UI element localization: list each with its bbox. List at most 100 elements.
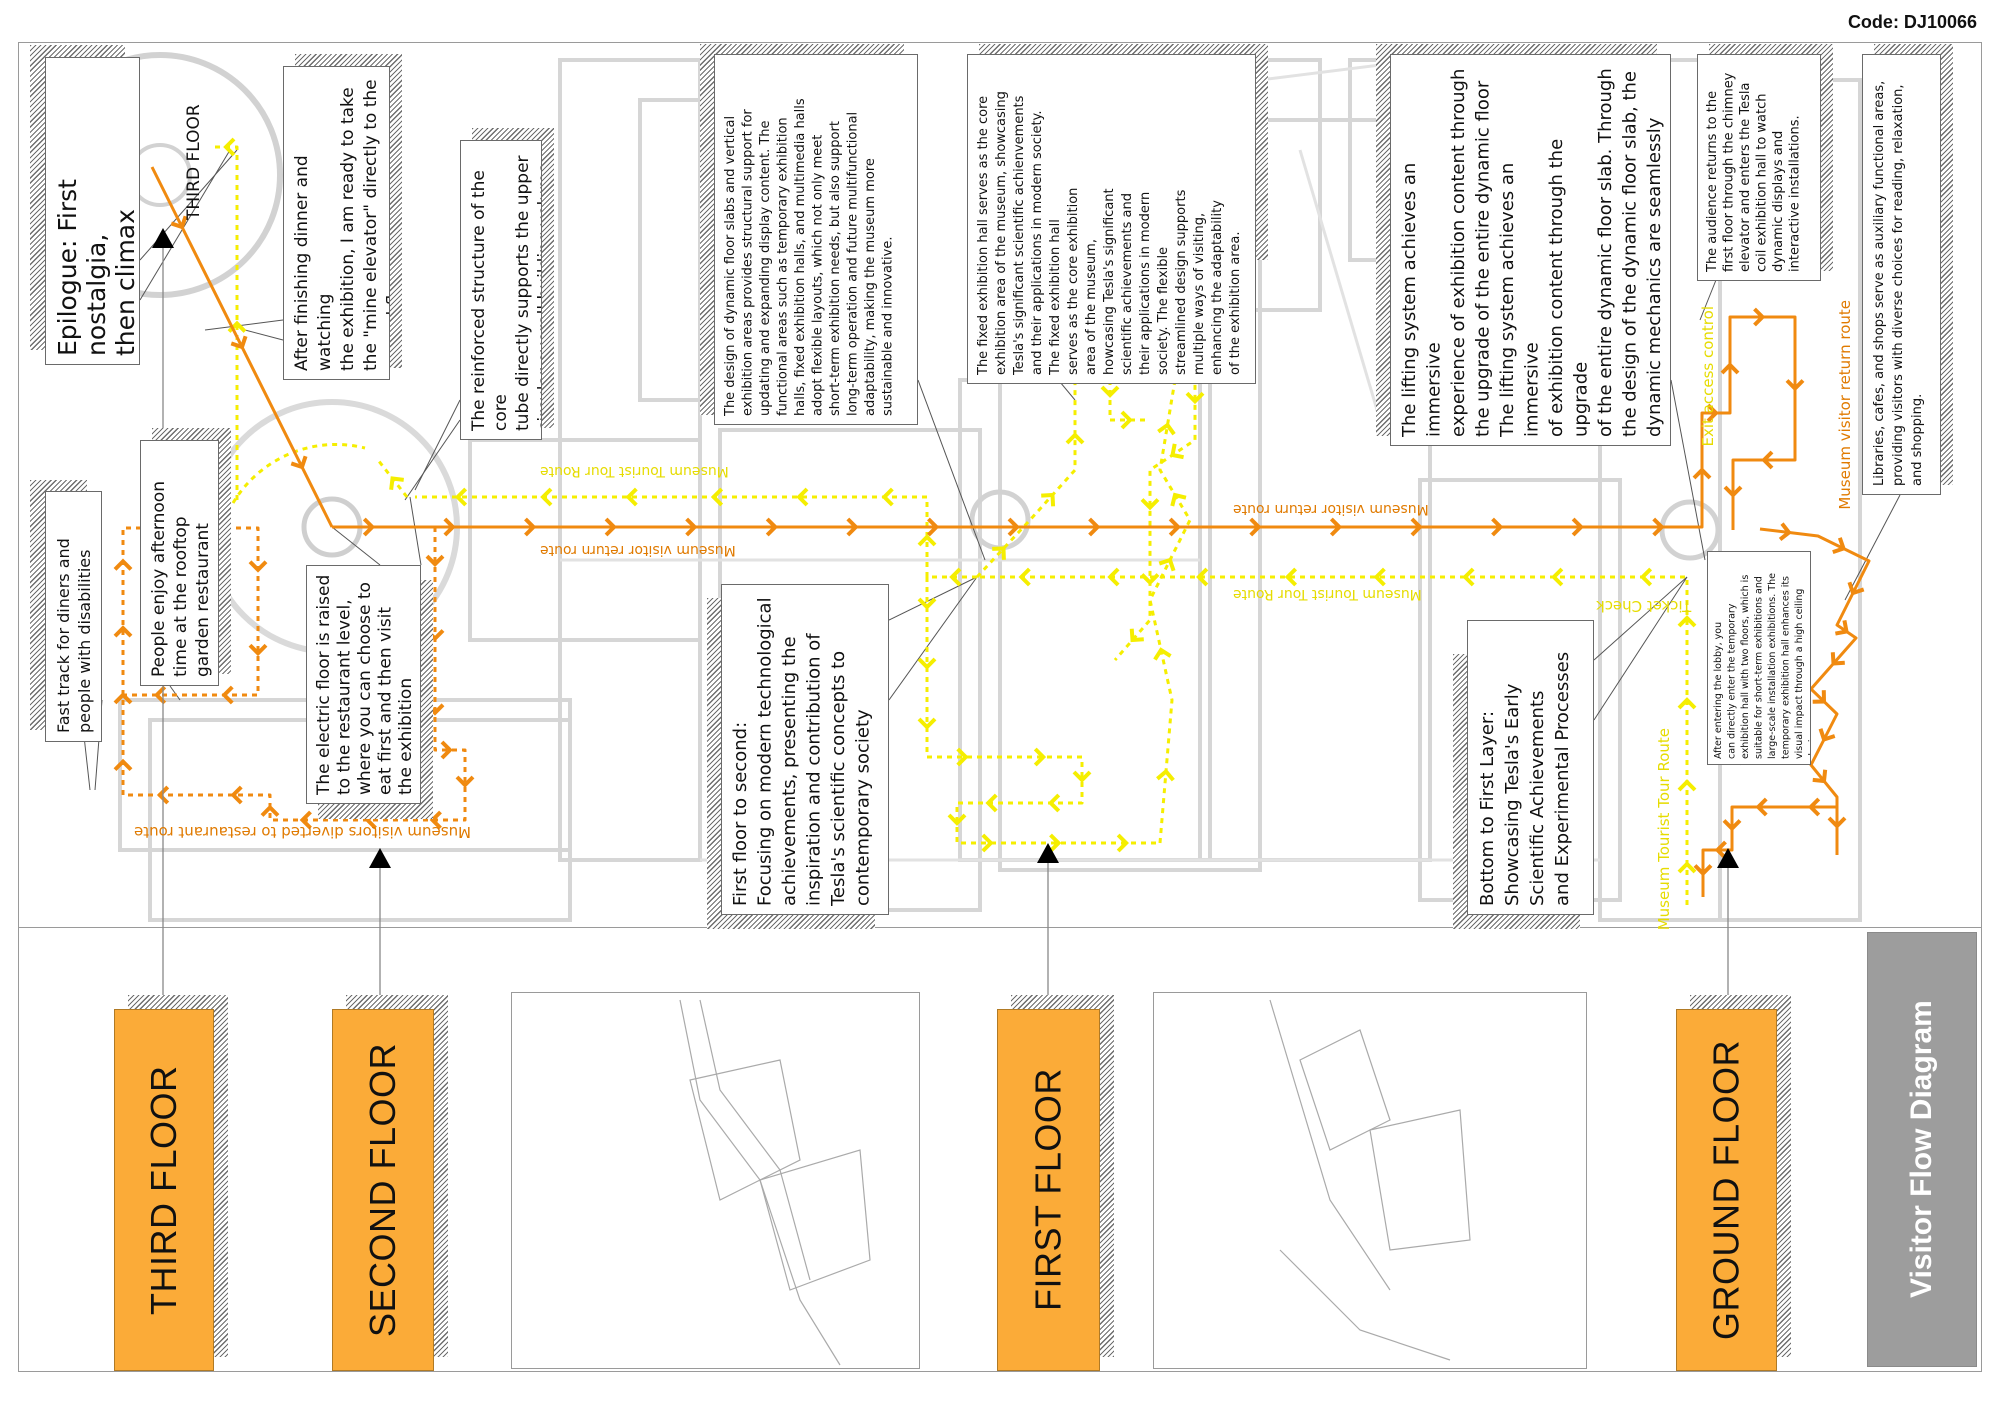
leader-line — [404, 419, 461, 501]
route-chevron — [540, 487, 553, 507]
site-outline — [679, 999, 841, 1366]
route-chevron — [625, 487, 638, 507]
route-chevron — [846, 517, 859, 537]
route-chevron — [917, 657, 937, 670]
wall — [468, 438, 702, 642]
route-chevron — [1639, 567, 1653, 587]
leader-line — [331, 526, 381, 566]
leader-line — [917, 379, 986, 561]
site-plan-2 — [1153, 992, 1587, 1369]
route-chevron — [1284, 567, 1298, 587]
route-chevron — [230, 785, 243, 805]
floor-marker-triangle-icon — [369, 848, 391, 868]
wall-line — [1298, 149, 1382, 421]
route-chevron — [1706, 403, 1719, 423]
leader-line — [1593, 576, 1688, 661]
route-chevron — [1157, 422, 1176, 436]
route-chevron — [223, 137, 236, 157]
route-chevron — [1329, 517, 1343, 537]
route-chevron — [153, 685, 167, 705]
route-chevron — [299, 810, 312, 830]
site-outline — [1269, 999, 1391, 1291]
route-chevron — [1168, 517, 1182, 537]
route-chevron — [1196, 567, 1209, 587]
route-chevron — [1778, 522, 1792, 542]
route-chevron — [992, 546, 1006, 560]
route-chevron — [230, 335, 248, 350]
leader-line — [204, 319, 284, 331]
route-chevron — [1041, 492, 1056, 507]
route-chevron — [981, 833, 994, 853]
lobby-elevator — [1659, 499, 1721, 561]
route-chevron — [1033, 747, 1047, 767]
route-chevron — [956, 747, 969, 767]
route-chevron — [113, 558, 133, 571]
route-chevron — [1410, 517, 1423, 537]
route-chevron — [685, 517, 698, 537]
route-chevron — [454, 487, 468, 507]
route-chevron — [1088, 517, 1101, 537]
route-chevron — [947, 813, 967, 826]
route-chevron — [362, 517, 376, 537]
route-chevron — [1652, 517, 1665, 537]
route-chevron — [1692, 467, 1712, 480]
route-chevron — [1462, 567, 1475, 587]
route-chevron — [1723, 485, 1743, 498]
route-chevron — [1677, 861, 1697, 874]
site-outline — [699, 999, 811, 1281]
route-chevron — [156, 785, 170, 805]
tour-route-first-loop — [925, 577, 1160, 845]
route-chevron — [1551, 567, 1564, 587]
route-chevron — [1722, 819, 1742, 832]
route-chevron — [1812, 769, 1828, 784]
route-chevron — [1832, 537, 1847, 555]
route-chevron — [1827, 816, 1847, 829]
route-chevron — [1158, 557, 1176, 572]
route-chevron — [1677, 615, 1697, 628]
route-chevron — [1047, 793, 1061, 813]
route-chevron — [389, 476, 404, 490]
restaurant-route — [121, 526, 467, 822]
site-outline — [689, 1059, 801, 1201]
route-chevron — [1156, 768, 1175, 782]
route-chevron — [260, 804, 280, 817]
route-chevron — [1065, 432, 1085, 445]
site-outline — [1369, 1109, 1471, 1251]
route-chevron — [1049, 833, 1062, 853]
leader-line — [139, 149, 231, 301]
route-chevron — [1761, 450, 1774, 470]
route-chevron — [917, 597, 937, 610]
route-chevron — [1129, 628, 1144, 643]
route-chevron — [1720, 362, 1740, 375]
route-chevron — [1116, 833, 1129, 853]
route-chevron — [1755, 797, 1768, 817]
route-chevron — [1249, 517, 1262, 537]
route-chevron — [985, 793, 998, 813]
route-chevron — [926, 517, 940, 537]
route-chevron — [881, 487, 894, 507]
tour-route-ground — [977, 575, 1689, 905]
route-chevron — [604, 517, 617, 537]
leader-line — [244, 329, 284, 341]
route-chevron — [1373, 567, 1386, 587]
route-chevron — [113, 625, 133, 638]
route-chevron — [710, 487, 724, 507]
route-chevron — [796, 487, 809, 507]
return-route-main — [332, 315, 1797, 530]
drawing-code: Code: DJ10066 — [1847, 12, 1977, 32]
leader-line — [1670, 379, 1706, 561]
route-chevron — [170, 215, 188, 230]
route-chevron — [1785, 379, 1805, 392]
route-chevron — [1170, 443, 1184, 460]
route-chevron — [113, 692, 133, 705]
route-chevron — [1107, 567, 1120, 587]
route-chevron — [1140, 573, 1160, 586]
route-chevron — [248, 643, 268, 657]
floor-marker-triangle-icon — [152, 228, 174, 248]
route-chevron — [1120, 410, 1133, 430]
site-outline — [1279, 1249, 1451, 1361]
route-chevron — [1847, 581, 1865, 596]
route-chevron — [1571, 517, 1584, 537]
site-outline — [1299, 1029, 1391, 1151]
route-chevron — [1072, 770, 1092, 783]
